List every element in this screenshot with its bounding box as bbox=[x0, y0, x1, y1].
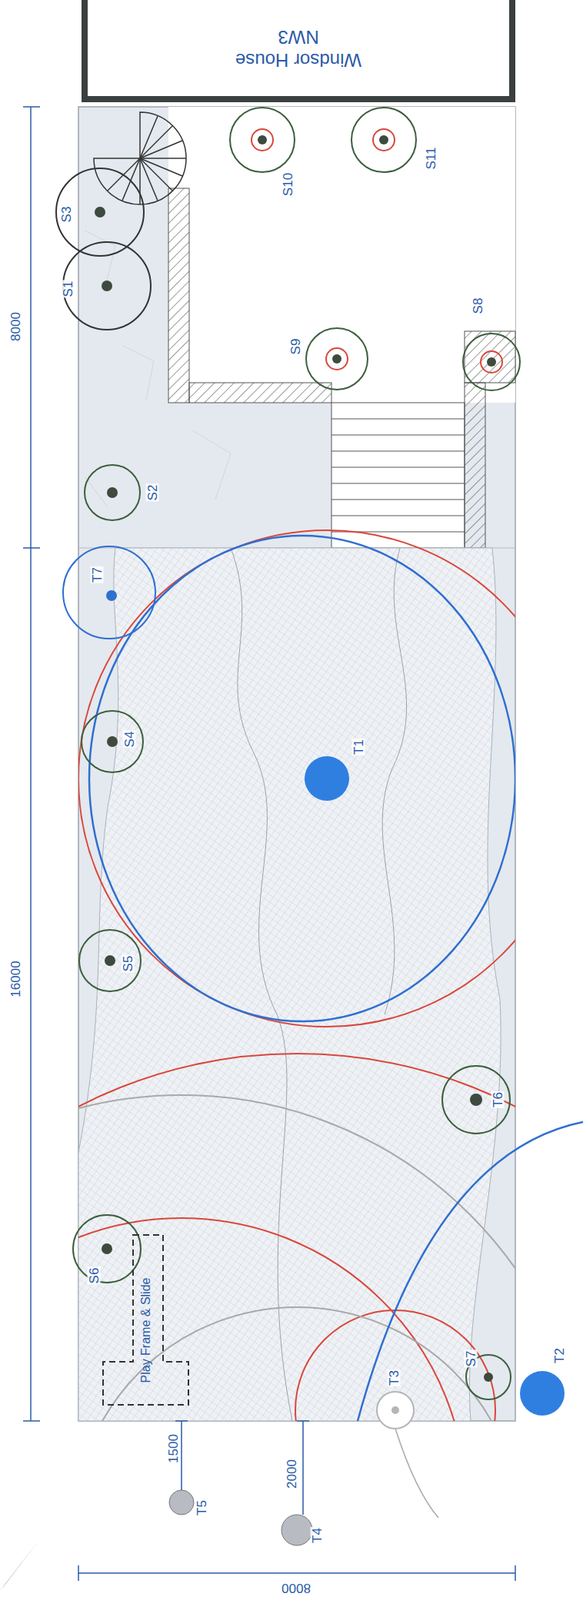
tree-label: T7 bbox=[90, 566, 104, 584]
play-frame-outline: Play Frame & Slide bbox=[102, 1235, 190, 1407]
dimension-text: 16000 bbox=[9, 960, 23, 999]
tree-label: T5 bbox=[195, 1500, 209, 1518]
dimension-text: 1500 bbox=[166, 1434, 180, 1466]
building-name: Windsor House NW3 bbox=[225, 25, 372, 72]
tree-label: T3 bbox=[387, 1370, 401, 1388]
plant-label: S6 bbox=[87, 1268, 101, 1286]
tree-label: T4 bbox=[310, 1528, 324, 1546]
dimension-text: 8000 bbox=[280, 1582, 312, 1596]
plant-label: S5 bbox=[121, 956, 135, 974]
plant-label: S10 bbox=[281, 172, 295, 197]
plant-label: S1 bbox=[61, 280, 75, 299]
dimension-text: 8000 bbox=[9, 311, 23, 343]
plant-label: S9 bbox=[289, 338, 303, 357]
plant-label: S7 bbox=[464, 1351, 478, 1370]
dimension-text: 2000 bbox=[285, 1459, 299, 1491]
plant-label: S2 bbox=[146, 484, 160, 503]
tree-label: T6 bbox=[491, 1092, 505, 1110]
plant-label: S11 bbox=[424, 146, 438, 171]
plant-label: S3 bbox=[59, 206, 74, 224]
play-frame-label: Play Frame & Slide bbox=[139, 1279, 154, 1385]
tree-label: T2 bbox=[553, 1348, 567, 1366]
building-box: Windsor House NW3 bbox=[81, 0, 516, 103]
plant-label: S8 bbox=[471, 297, 485, 316]
tree-label: T1 bbox=[352, 739, 366, 757]
plant-label: S4 bbox=[123, 731, 137, 750]
